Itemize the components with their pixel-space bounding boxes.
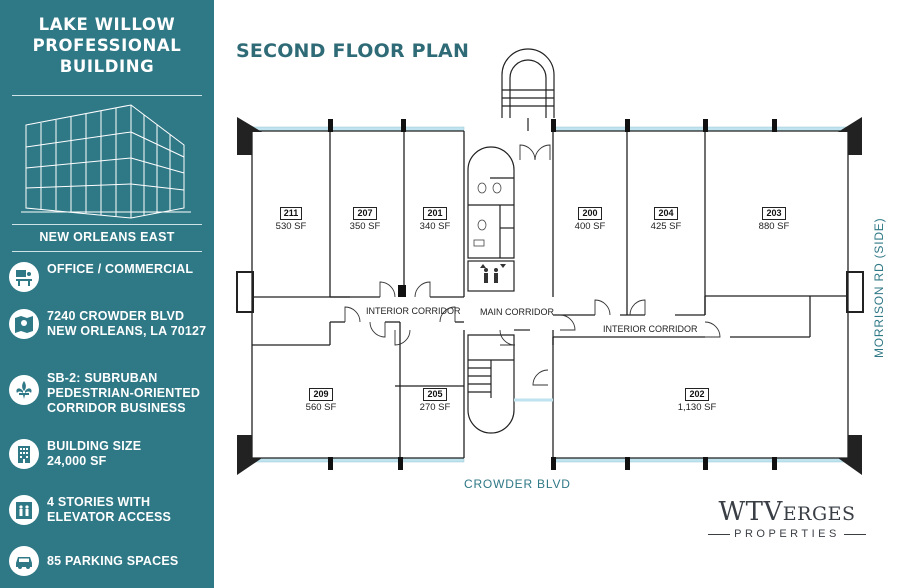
feature-address: 7240 CROWDER BLVD NEW ORLEANS, LA 70127: [9, 309, 209, 351]
building-icon: [9, 439, 39, 469]
feature-parking: 85 PARKING SPACES: [9, 546, 209, 588]
unit-area: 340 SF: [419, 221, 451, 232]
unit-201: 201 340 SF: [405, 203, 465, 233]
divider: [12, 251, 202, 252]
office-desk-icon: [9, 262, 39, 292]
logo-erges: ERGES: [782, 503, 856, 525]
fleur-de-lis-icon: [9, 375, 39, 405]
unit-number: 207: [353, 207, 377, 220]
unit-number: 204: [654, 207, 678, 220]
corridor-label-interior-right: INTERIOR CORRIDOR: [603, 324, 698, 334]
unit-number: 200: [578, 207, 602, 220]
unit-205: 205 270 SF: [405, 384, 465, 414]
feature-text: PEDESTRIAN-ORIENTED: [47, 386, 201, 400]
unit-area: 425 SF: [650, 221, 682, 232]
unit-202: 202 1,130 SF: [667, 384, 727, 414]
feature-text: 4 STORIES WITH: [47, 495, 151, 509]
logo-properties: PROPERTIES: [734, 528, 840, 540]
logo-v: V: [763, 497, 783, 527]
wtverges-logo: WTVERGES PROPERTIES: [703, 498, 871, 541]
unit-area: 270 SF: [419, 402, 451, 413]
feature-text: SB-2: SUBRUBAN: [47, 371, 158, 385]
feature-office: OFFICE / COMMERCIAL: [9, 262, 209, 304]
mullions: [328, 119, 777, 470]
divider: [12, 95, 202, 96]
corner-pilasters: [236, 117, 864, 475]
unit-number: 201: [423, 207, 447, 220]
feature-text: NEW ORLEANS, LA 70127: [47, 324, 207, 338]
unit-area: 530 SF: [275, 221, 307, 232]
unit-200: 200 400 SF: [560, 203, 620, 233]
feature-text: BUILDING SIZE: [47, 439, 142, 453]
map-location-icon: [9, 309, 39, 339]
restroom-fixtures: [473, 182, 502, 247]
unit-207: 207 350 SF: [335, 203, 395, 233]
walls: [250, 130, 850, 459]
corridor-label-main: MAIN CORRIDOR: [480, 307, 554, 317]
area-label: NEW ORLEANS EAST: [39, 230, 175, 244]
logo-rule: [708, 533, 731, 535]
unit-area: 350 SF: [349, 221, 381, 232]
logo-wt: WT: [718, 497, 764, 527]
title-line-1: LAKE WILLOW: [38, 15, 176, 34]
unit-209: 209 560 SF: [291, 384, 351, 414]
core: [467, 48, 555, 434]
logo-rule: [843, 533, 866, 535]
unit-number: 209: [309, 388, 333, 401]
elevator-icon: [9, 495, 39, 525]
divider: [12, 224, 202, 225]
feature-text: OFFICE / COMMERCIAL: [47, 262, 194, 276]
building-title: LAKE WILLOW PROFESSIONAL BUILDING: [0, 14, 214, 77]
title-line-3: BUILDING: [59, 57, 155, 76]
feature-text: CORRIDOR BUSINESS: [47, 401, 186, 415]
elevator-icon: [480, 264, 506, 283]
feature-size: BUILDING SIZE 24,000 SF: [9, 439, 209, 481]
title-line-2: PROFESSIONAL: [32, 36, 182, 55]
street-label-morrison: MORRISON RD (SIDE): [872, 217, 886, 358]
sidebar: LAKE WILLOW PROFESSIONAL BUILDING NEW OR…: [0, 0, 214, 588]
unit-number: 203: [762, 207, 786, 220]
plan-title: SECOND FLOOR PLAN: [236, 40, 470, 62]
unit-area: 560 SF: [305, 402, 337, 413]
doors: [344, 144, 721, 386]
unit-number: 205: [423, 388, 447, 401]
corridor-label-interior-left: INTERIOR CORRIDOR: [366, 306, 461, 316]
feature-stories: 4 STORIES WITH ELEVATOR ACCESS: [9, 495, 209, 537]
feature-text: ELEVATOR ACCESS: [47, 510, 172, 524]
feature-zoning: SB-2: SUBRUBAN PEDESTRIAN-ORIENTED CORRI…: [9, 371, 209, 415]
unit-211: 211 530 SF: [261, 203, 321, 233]
feature-text: 85 PARKING SPACES: [47, 554, 179, 568]
car-icon: [9, 546, 39, 576]
feature-text: 7240 CROWDER BLVD: [47, 309, 185, 323]
building-illustration: [21, 104, 191, 219]
unit-area: 400 SF: [574, 221, 606, 232]
street-label-crowder: CROWDER BLVD: [464, 477, 571, 491]
unit-area: 1,130 SF: [677, 402, 717, 413]
unit-203: 203 880 SF: [744, 203, 804, 233]
unit-204: 204 425 SF: [636, 203, 696, 233]
unit-number: 211: [279, 207, 303, 220]
feature-text: 24,000 SF: [47, 454, 107, 468]
unit-area: 880 SF: [758, 221, 790, 232]
unit-number: 202: [685, 388, 709, 401]
